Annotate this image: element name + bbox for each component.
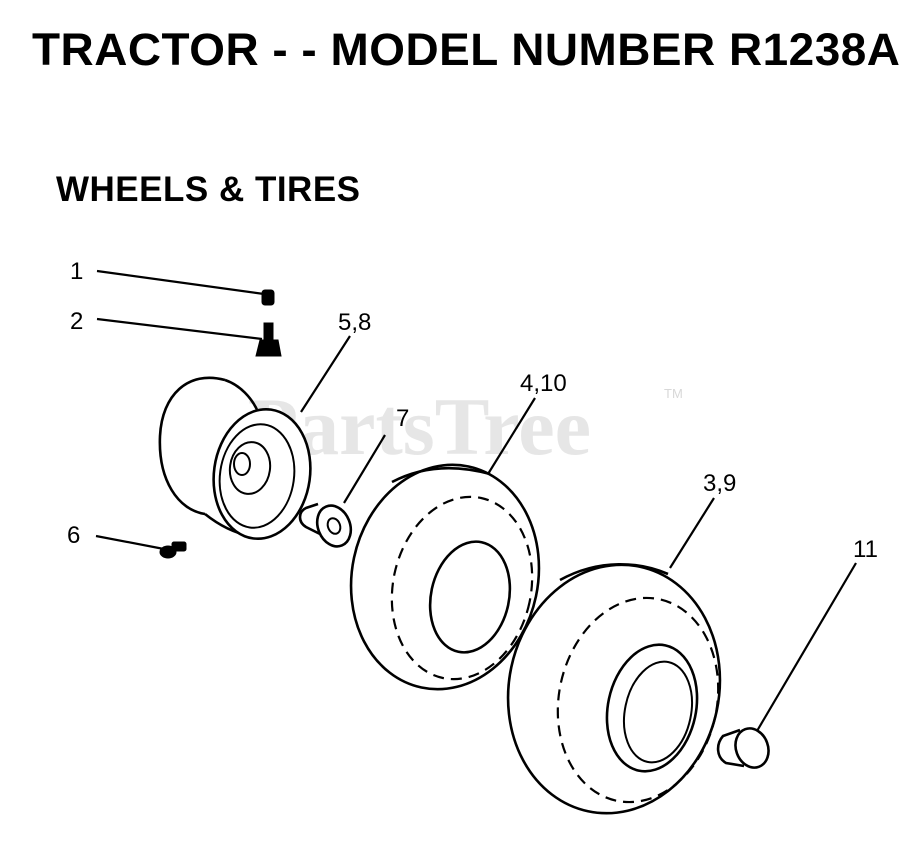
leader-line-11 — [756, 562, 857, 732]
tire-3-9-tread-dash — [556, 596, 720, 804]
grease-fitting-part: 6 — [67, 522, 187, 559]
callout-5-8: 5,8 — [338, 309, 371, 336]
diagram-title: TRACTOR - - MODEL NUMBER R1238A — [32, 24, 901, 75]
callout-11: 11 — [853, 536, 878, 563]
rim-top-lip — [224, 378, 260, 413]
tire-4-10-part: 4,10 — [349, 370, 567, 691]
tire-3-9-rim-seat — [623, 660, 693, 764]
valve-stem-body — [255, 339, 282, 357]
section-title: WHEELS & TIRES — [56, 170, 361, 209]
tire-3-9-bead — [605, 643, 699, 773]
valve-cap — [261, 289, 275, 306]
callout-2: 2 — [70, 308, 83, 335]
leader-line-5-8 — [300, 335, 351, 413]
hub-cap-face — [734, 727, 770, 769]
bushing-part: 7 — [298, 405, 409, 548]
leader-line-7 — [343, 434, 386, 504]
tire-4-10-tread-top — [391, 466, 491, 484]
valve-stem-tip — [263, 322, 274, 342]
leader-line-1 — [96, 269, 265, 296]
rim-back-edge — [158, 376, 226, 516]
bushing-hole — [326, 517, 342, 535]
callout-4-10: 4,10 — [520, 370, 567, 397]
bushing-sleeve — [298, 502, 321, 536]
valve-stem-part: 2 — [70, 308, 282, 357]
tire-3-9-tread-top — [559, 562, 669, 582]
bushing-flange — [315, 504, 353, 548]
wheel-rim-part: 5,8 — [158, 309, 371, 541]
callout-3-9: 3,9 — [703, 470, 736, 497]
rim-inner-flange — [218, 423, 296, 529]
leader-line-2 — [96, 317, 263, 341]
callout-6: 6 — [67, 522, 80, 549]
leader-line-6 — [95, 534, 165, 551]
grease-fitting-body — [171, 541, 187, 552]
tire-4-10-tread-dash — [390, 495, 534, 681]
tire-4-10-outer — [349, 463, 541, 691]
rim-hub-ring — [228, 441, 272, 495]
leader-line-3-9 — [669, 497, 715, 569]
tire-4-10-bead — [428, 540, 512, 654]
hub-cap-part: 11 — [716, 536, 878, 769]
rim-center-hole — [233, 452, 251, 476]
tire-3-9-part: 3,9 — [506, 470, 736, 815]
leader-line-4-10 — [487, 397, 536, 475]
callout-7: 7 — [396, 405, 409, 432]
callout-1: 1 — [70, 258, 83, 285]
watermark-tm: TM — [664, 386, 683, 401]
hub-cap-side — [716, 728, 745, 768]
valve-cap-part: 1 — [70, 258, 275, 306]
